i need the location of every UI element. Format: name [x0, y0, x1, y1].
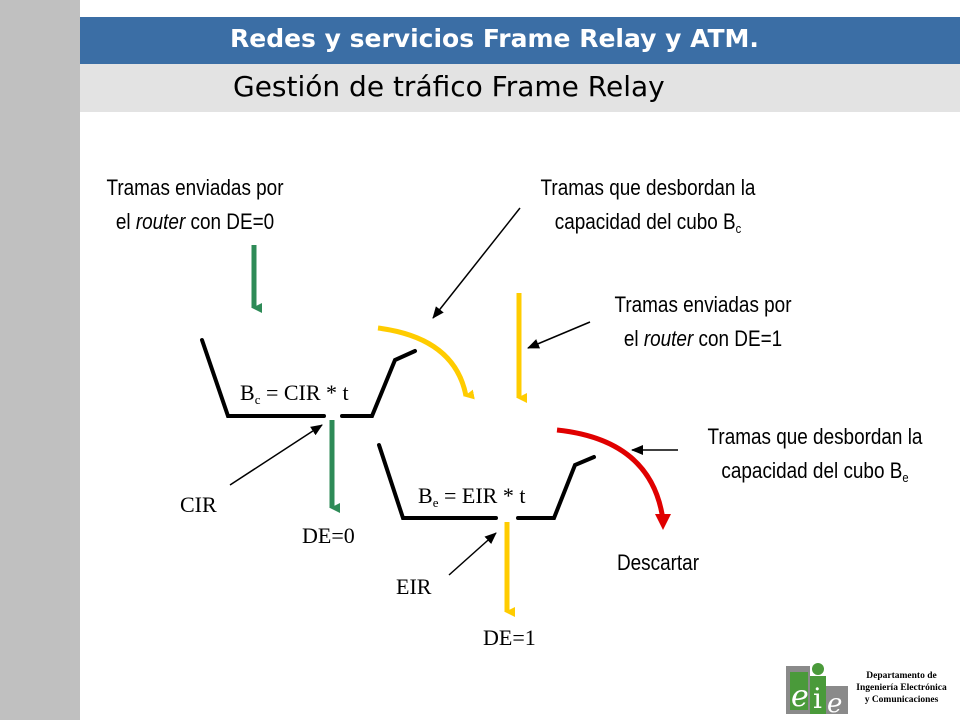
slide-subtitle: Gestión de tráfico Frame Relay: [233, 70, 665, 103]
overflow-arrow-be-head: [655, 514, 671, 530]
svg-text:e: e: [791, 679, 809, 714]
label-overflow-bc: Tramas que desbordan la capacidad del cu…: [528, 171, 769, 246]
bucket-bc: [200, 338, 417, 418]
label-de0-input-line2: el router con DE=0: [115, 209, 275, 234]
label-overflow-be: Tramas que desbordan la capacidad del cu…: [695, 420, 936, 495]
label-de1-input-line2: el router con DE=1: [623, 326, 783, 351]
overflow-arrow-be: [556, 427, 666, 521]
discard-label: Descartar: [616, 550, 699, 575]
pointer-overflow-bc: [432, 207, 521, 319]
dept-line2: Ingeniería Electrónica: [856, 683, 947, 693]
label-de0-input-line1: Tramas enviadas por: [106, 175, 284, 200]
left-strip: [0, 0, 80, 720]
pointer-eir: [448, 532, 497, 576]
dept-line3: y Comunicaciones: [864, 695, 939, 705]
svg-text:e: e: [827, 689, 842, 716]
pointer-de1-in: [527, 321, 591, 349]
label-overflow-bc-line1: Tramas que desbordan la: [540, 175, 756, 200]
bucket-be: [377, 443, 596, 520]
subheader-bar: [80, 64, 960, 112]
bucket-be-label: Be = EIR * t: [418, 483, 526, 510]
label-overflow-be-line1: Tramas que desbordan la: [707, 424, 923, 449]
slide-title: Redes y servicios Frame Relay y ATM.: [230, 24, 759, 53]
label-de0-input: Tramas enviadas por el router con DE=0: [96, 171, 294, 239]
dept-line1: Departamento de: [866, 671, 937, 681]
label-de1-input: Tramas enviadas por el router con DE=1: [604, 288, 802, 356]
pointer-cir: [229, 424, 323, 486]
cir-label: CIR: [180, 492, 217, 517]
label-overflow-bc-line2: capacidad del cubo Bc: [554, 209, 742, 236]
header-bar: [80, 17, 960, 64]
eir-label: EIR: [396, 574, 432, 599]
bucket-bc-label: Bc = CIR * t: [240, 380, 349, 407]
eie-logo-icon: e i e: [786, 663, 848, 716]
label-overflow-be-line2: capacidad del cubo Be: [721, 458, 909, 485]
de1-label: DE=1: [483, 625, 536, 650]
label-de1-input-line1: Tramas enviadas por: [614, 292, 792, 317]
de0-label: DE=0: [302, 523, 355, 548]
overflow-arrow-bc: [377, 325, 475, 400]
department-name: Departamento de Ingeniería Electrónica y…: [843, 670, 960, 706]
svg-text:i: i: [813, 682, 822, 715]
